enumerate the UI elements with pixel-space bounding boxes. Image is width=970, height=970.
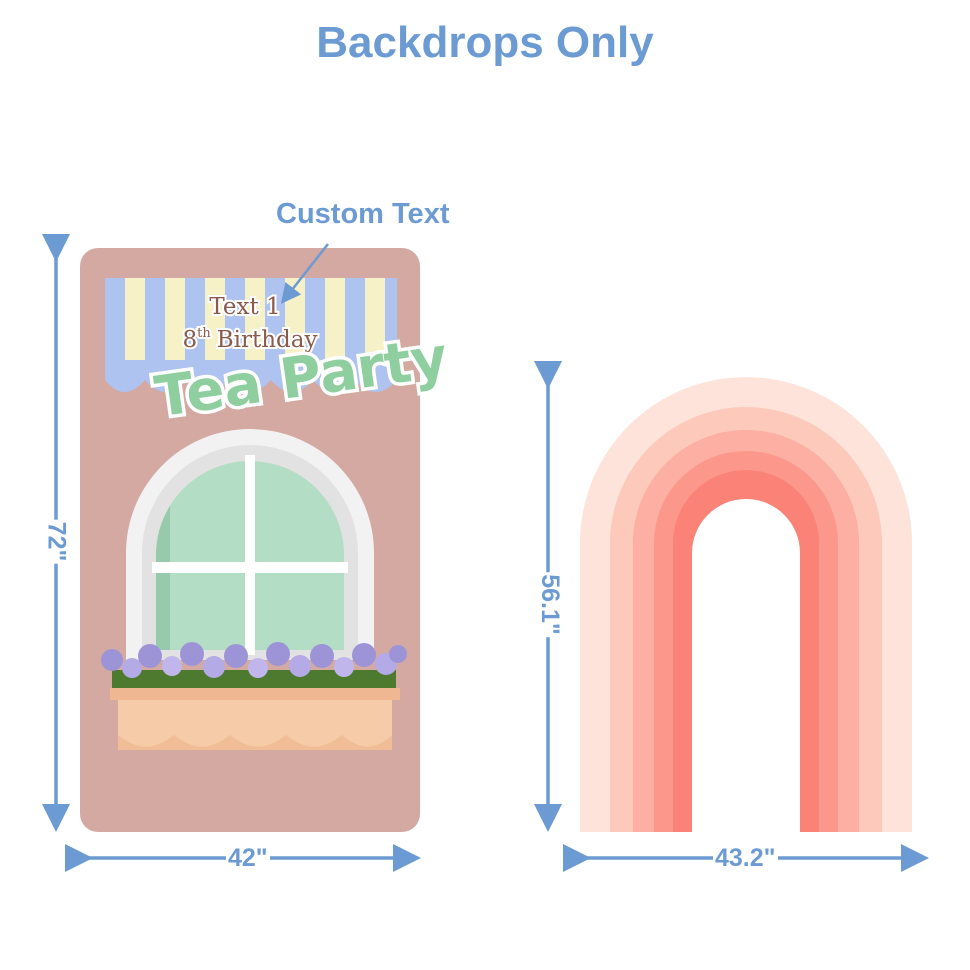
lavender-flowers [101, 642, 407, 688]
right-height-label: 56.1" [534, 572, 564, 637]
striped-awning [105, 278, 397, 392]
left-width-label: 42" [226, 844, 270, 873]
left-height-label: 72" [41, 519, 71, 564]
custom-text-1: Text 1 [209, 294, 280, 320]
planter-box [110, 688, 400, 750]
custom-text-callout: Custom Text [276, 198, 450, 230]
page-title: Backdrops Only [316, 18, 654, 67]
arched-window [126, 429, 374, 660]
rainbow-arch-backdrop [580, 377, 912, 832]
right-width-label: 43.2" [713, 844, 778, 873]
